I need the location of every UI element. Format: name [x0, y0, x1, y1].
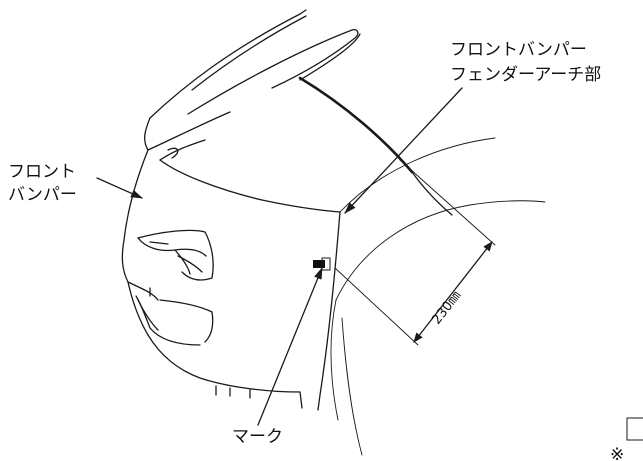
bumper-outline: [121, 149, 341, 411]
label-fender-arch-line2: フェンダーアーチ部: [450, 65, 601, 85]
partial-note: ※: [610, 445, 624, 461]
arrow-mark: [257, 267, 323, 426]
arrow-front-bumper: [96, 177, 143, 199]
label-front-bumper-line1: フロント: [8, 162, 76, 182]
label-dimension: 230㎜: [429, 288, 464, 327]
hood-outline: [144, 9, 361, 161]
headlamp-area: [137, 229, 214, 281]
label-fender-arch-line1: フロントバンパー: [450, 40, 587, 60]
mark-point: [313, 257, 331, 271]
fender-line: [298, 76, 453, 216]
wheel-arch: [330, 137, 546, 456]
dimension-230: [334, 159, 496, 346]
label-mark: マーク: [232, 427, 283, 447]
arrow-fender-arch: [344, 87, 463, 214]
partial-box: [626, 417, 643, 441]
lower-grille: [127, 281, 214, 346]
label-front-bumper-line2: バンパー: [8, 185, 77, 205]
